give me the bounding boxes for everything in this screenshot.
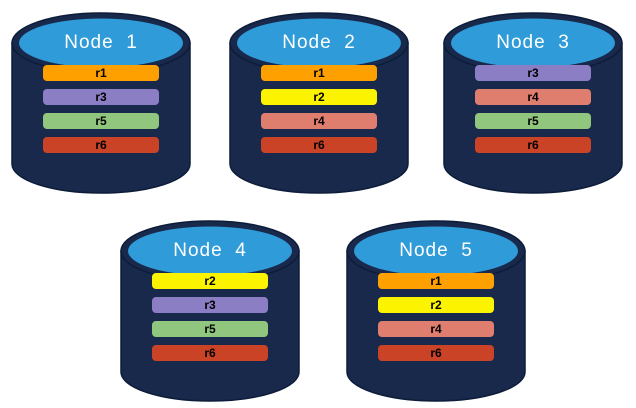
cylinder-top-face [237, 18, 401, 68]
replica-label: r4 [527, 90, 539, 104]
cylinder-top-face [354, 226, 518, 276]
node-title: Node 4 [173, 240, 247, 261]
replica-bar: r1 [378, 273, 494, 289]
replica-label: r3 [527, 66, 539, 80]
replica-list: r1 r2 r4 r6 [261, 65, 377, 153]
database-node-5: Node 5 r1 r2 r4 r6 [346, 215, 526, 403]
database-node-4: Node 4 r2 r3 r5 r6 [120, 215, 300, 403]
replica-bar: r3 [152, 297, 268, 313]
replica-bar: r2 [152, 273, 268, 289]
database-node-1: Node 1 r1 r3 r5 r6 [11, 7, 191, 195]
replica-bar: r5 [475, 113, 591, 129]
database-node-3: Node 3 r3 r4 r5 r6 [443, 7, 623, 195]
replica-bar: r3 [43, 89, 159, 105]
replica-label: r2 [313, 90, 325, 104]
replica-label: r4 [430, 322, 442, 336]
replica-list: r1 r2 r4 r6 [378, 273, 494, 361]
node-title: Node 5 [399, 240, 473, 261]
replica-bar: r6 [43, 137, 159, 153]
cylinder-top-face [128, 226, 292, 276]
replica-bar: r3 [475, 65, 591, 81]
replica-bar: r2 [261, 89, 377, 105]
cylinder-top-face [451, 18, 615, 68]
node-title: Node 1 [64, 32, 138, 53]
replica-label: r6 [204, 346, 216, 360]
replica-label: r2 [430, 298, 442, 312]
replica-list: r1 r3 r5 r6 [43, 65, 159, 153]
replica-label: r1 [430, 274, 442, 288]
replica-bar: r5 [43, 113, 159, 129]
replica-bar: r6 [152, 345, 268, 361]
node-title: Node 3 [496, 32, 570, 53]
replica-bar: r1 [261, 65, 377, 81]
replica-bar: r4 [475, 89, 591, 105]
database-node-2: Node 2 r1 r2 r4 r6 [229, 7, 409, 195]
replica-label: r1 [95, 66, 107, 80]
replica-label: r5 [204, 322, 216, 336]
replica-bar: r1 [43, 65, 159, 81]
replica-label: r4 [313, 114, 325, 128]
cylinder-top-face [19, 18, 183, 68]
replica-label: r5 [527, 114, 539, 128]
replica-label: r6 [527, 138, 539, 152]
replica-bar: r6 [261, 137, 377, 153]
replica-label: r6 [313, 138, 325, 152]
replica-bar: r2 [378, 297, 494, 313]
replica-bar: r5 [152, 321, 268, 337]
replica-list: r3 r4 r5 r6 [475, 65, 591, 153]
replica-label: r3 [95, 90, 107, 104]
replica-label: r1 [313, 66, 325, 80]
replica-label: r6 [430, 346, 442, 360]
node-title: Node 2 [282, 32, 356, 53]
replica-bar: r6 [378, 345, 494, 361]
replica-label: r2 [204, 274, 216, 288]
replica-bar: r6 [475, 137, 591, 153]
replica-label: r3 [204, 298, 216, 312]
replica-bar: r4 [261, 113, 377, 129]
replica-label: r6 [95, 138, 107, 152]
replica-label: r5 [95, 114, 107, 128]
replica-list: r2 r3 r5 r6 [152, 273, 268, 361]
replica-bar: r4 [378, 321, 494, 337]
